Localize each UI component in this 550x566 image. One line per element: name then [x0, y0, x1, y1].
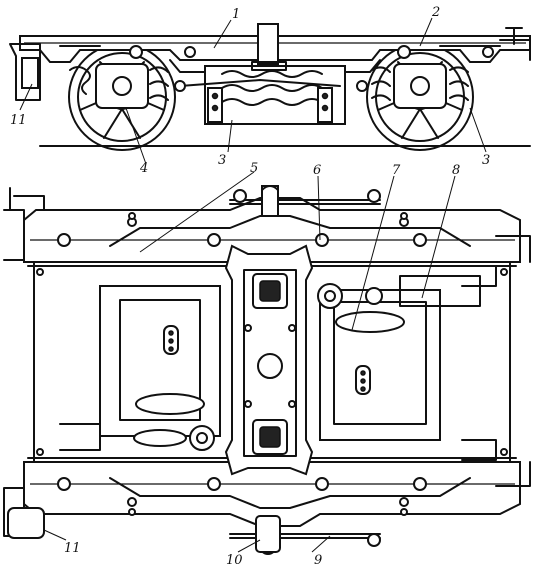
- callout-3-left: 3: [218, 153, 226, 168]
- callout-1: 1: [232, 7, 240, 22]
- central-bolster: [224, 244, 314, 476]
- callout-11-bottom: 11: [64, 541, 81, 556]
- leader-lines: [19, 17, 487, 553]
- frame-bolts: [36, 212, 508, 516]
- callout-2: 2: [431, 5, 440, 20]
- callout-10: 10: [226, 553, 243, 566]
- callout-11-top: 11: [10, 113, 27, 128]
- plan-view: [3, 185, 531, 555]
- brake-rigging-side: [9, 27, 531, 101]
- callout-3-right: 3: [482, 153, 490, 168]
- axlebox-spring-left: [69, 63, 169, 109]
- axlebox-spring-right: [371, 63, 469, 109]
- callout-7: 7: [392, 163, 401, 178]
- callout-6: 6: [313, 163, 321, 178]
- wheelset-left-plan: [59, 285, 221, 451]
- callout-labels: 1 2 3 3 4 5 6 7 8 9 10 11 11: [10, 5, 490, 566]
- wheelset-right-plan: [317, 265, 497, 461]
- side-frame-lower: [3, 461, 521, 539]
- top-cross-links: [229, 185, 381, 555]
- callout-4: 4: [139, 161, 148, 176]
- central-suspension: [204, 23, 346, 125]
- callout-9: 9: [314, 553, 322, 566]
- side-view: [9, 23, 531, 151]
- callout-8: 8: [452, 163, 460, 178]
- callout-5: 5: [250, 161, 258, 176]
